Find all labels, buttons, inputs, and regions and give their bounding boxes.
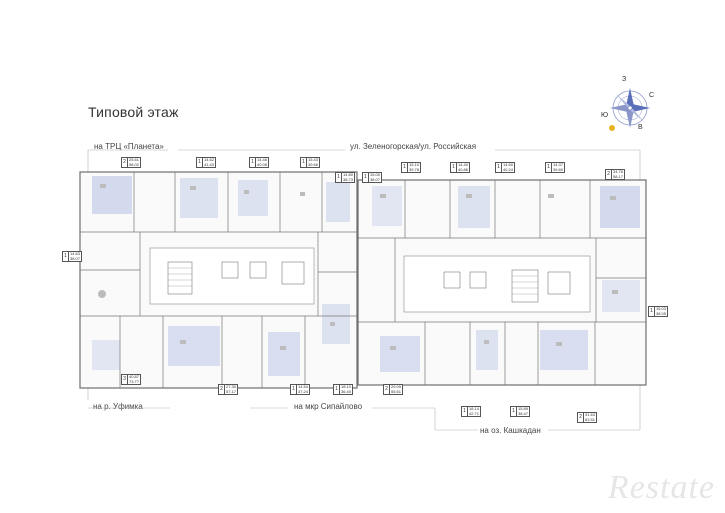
compass-rose: З С В Ю (600, 76, 660, 136)
orientation-bottom-right: на оз. Кашкадан (480, 426, 541, 435)
watermark-logo: Restate (607, 469, 715, 506)
orientation-top-right: ул. Зеленогорская/ул. Российская (350, 142, 477, 151)
compass-south-letter: В (638, 124, 643, 131)
compass-east-letter: С (649, 92, 655, 99)
compass-west-letter: Ю (601, 112, 609, 119)
right-section (357, 179, 647, 386)
compass-icon (609, 88, 650, 131)
left-section (79, 171, 358, 389)
sun-marker (609, 125, 615, 131)
orientation-bottom-left: на р. Уфимка (93, 402, 143, 411)
orientation-top-left: на ТРЦ «Планета» (94, 142, 164, 151)
page-title: Типовой этаж (88, 104, 179, 120)
orientation-bottom-center: на мкр Сипайлово (294, 402, 363, 411)
compass-north-letter: З (622, 76, 627, 83)
